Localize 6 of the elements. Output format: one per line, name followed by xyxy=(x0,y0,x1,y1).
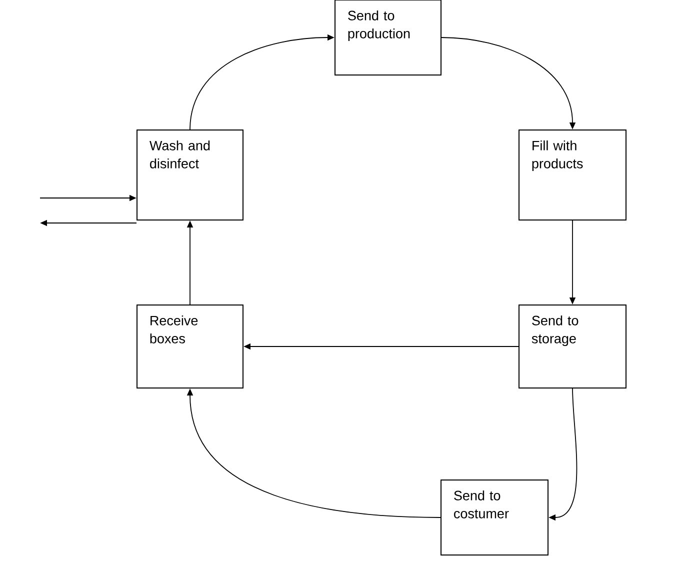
process-box: Send to costumer xyxy=(440,480,548,556)
process-box: Wash and disinfect xyxy=(136,130,244,220)
process-box: Fill with products xyxy=(518,130,626,220)
process-box: Receive boxes xyxy=(136,304,244,388)
process-box: Send to storage xyxy=(518,304,626,388)
process-box: Send to production xyxy=(334,0,442,76)
